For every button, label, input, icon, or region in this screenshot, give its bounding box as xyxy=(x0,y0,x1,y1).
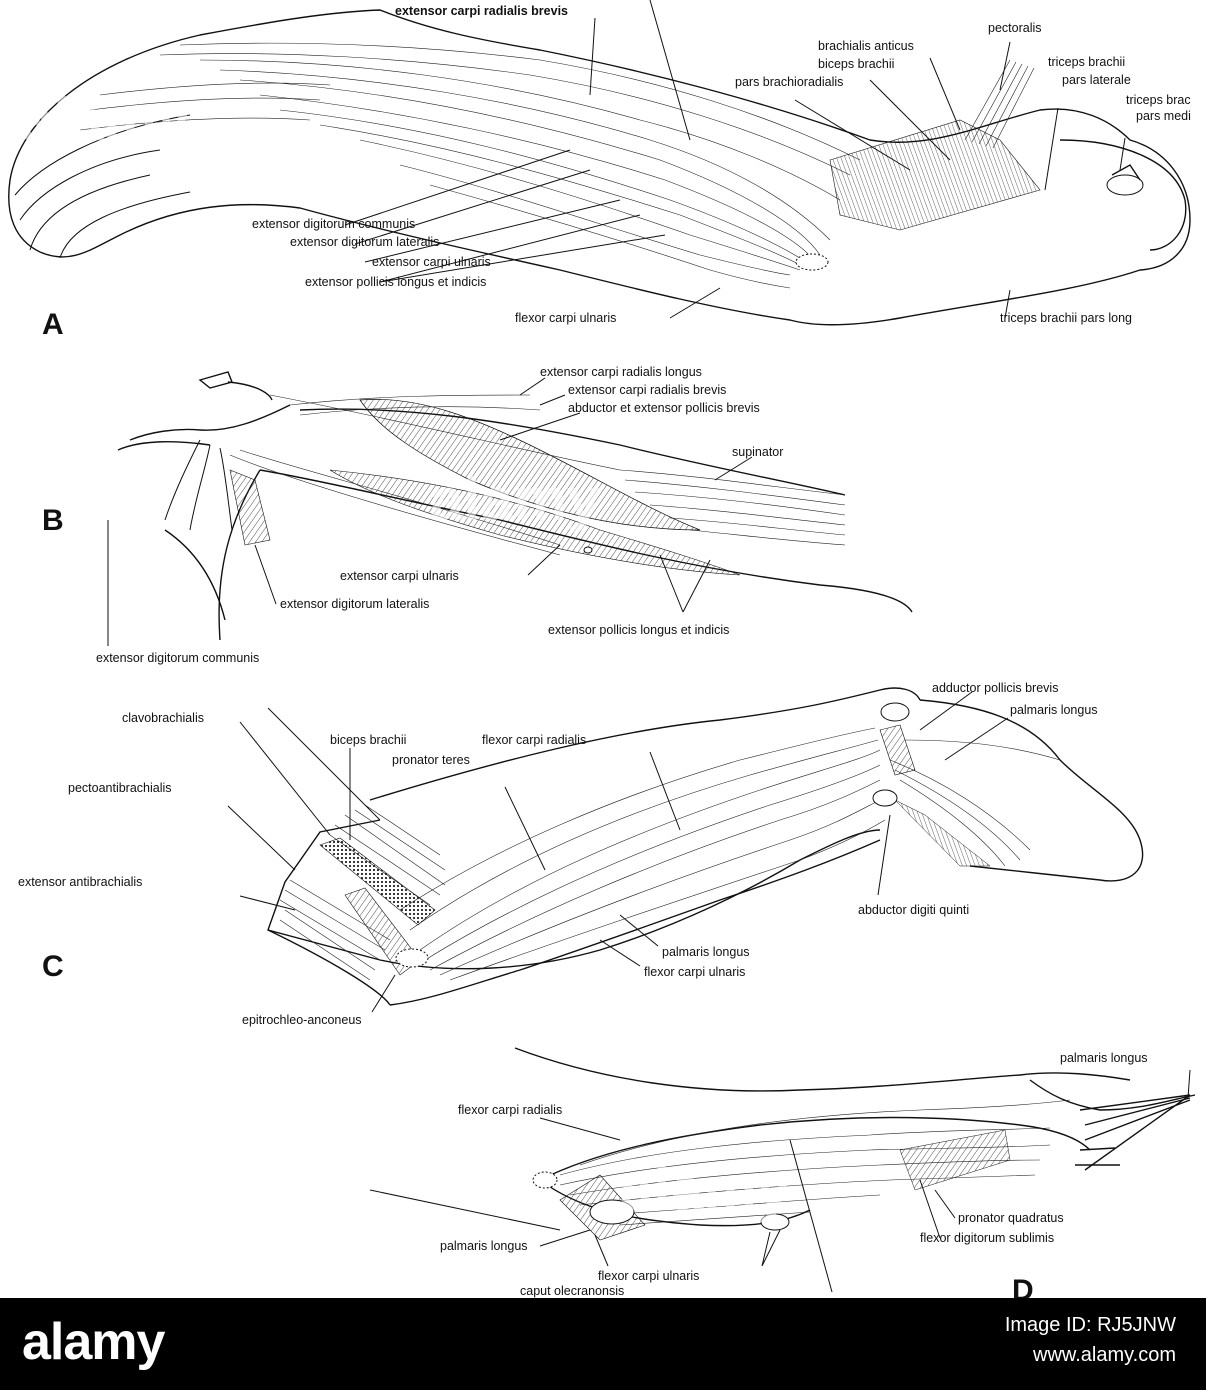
panel-label-a: A xyxy=(42,308,64,341)
label-a-triceps-medial-2: pars medi xyxy=(1136,109,1191,123)
label-d-fcr: flexor carpi radialis xyxy=(458,1103,562,1117)
panel-label-d: D xyxy=(1012,1274,1034,1298)
panel-b-leaders xyxy=(107,377,753,646)
panel-c-leaders xyxy=(227,691,1009,1013)
label-a-ecu: extensor carpi ulnaris xyxy=(372,255,491,269)
panel-b-labels: extensor carpi radialis longus extensor … xyxy=(42,365,783,665)
watermark: alamy xyxy=(620,1156,791,1223)
image-id: Image ID: RJ5JNW xyxy=(1004,1314,1176,1336)
label-b-ecrb: extensor carpi radialis brevis xyxy=(568,383,726,397)
label-c-fcu: flexor carpi ulnaris xyxy=(644,965,745,979)
brand-logo[interactable]: alamy xyxy=(22,1312,165,1372)
label-c-palmaris-top: palmaris longus xyxy=(1010,703,1098,717)
image-id-block: Image ID: RJ5JNW www.alamy.com xyxy=(1005,1310,1176,1370)
label-c-palmaris: palmaris longus xyxy=(662,945,750,959)
panel-label-b: B xyxy=(42,504,64,537)
label-d-pronator-quadratus: pronator quadratus xyxy=(958,1211,1064,1225)
panel-a-drawing xyxy=(8,9,1191,326)
label-a-brachioradialis: pars brachioradialis xyxy=(735,75,843,89)
panel-d-drawing xyxy=(514,1047,1196,1241)
watermark: alamy xyxy=(430,466,601,533)
label-c-pronator-teres: pronator teres xyxy=(392,753,470,767)
label-b-ecu: extensor carpi ulnaris xyxy=(340,569,459,583)
label-d-fds: flexor digitorum sublimis xyxy=(920,1231,1054,1245)
panel-b-drawing xyxy=(117,371,913,641)
panel-c-drawing xyxy=(267,687,1144,1006)
label-b-aepb: abductor et extensor pollicis brevis xyxy=(568,401,760,415)
label-c-epitrochleo: epitrochleo-anconeus xyxy=(242,1013,362,1027)
label-c-abductor-digiti-quinti: abductor digiti quinti xyxy=(858,903,969,917)
brand-logo-text: alamy xyxy=(22,1313,165,1371)
label-c-fcr: flexor carpi radialis xyxy=(482,733,586,747)
label-d-fcu: flexor carpi ulnaris xyxy=(598,1269,699,1283)
label-c-biceps: biceps brachii xyxy=(330,733,406,747)
label-b-edl: extensor digitorum lateralis xyxy=(280,597,429,611)
label-b-edc: extensor digitorum communis xyxy=(96,651,259,665)
watermark: alamy xyxy=(20,86,191,153)
panel-label-c: C xyxy=(42,950,64,983)
label-b-supinator: supinator xyxy=(732,445,783,459)
panel-d-labels: palmaris longus flexor carpi radialis pr… xyxy=(440,1051,1148,1298)
label-a-epli: extensor pollicis longus et indicis xyxy=(305,275,486,289)
anatomical-figure: extensor carpi radialis brevis pectorali… xyxy=(8,0,1196,1298)
label-d-palmaris: palmaris longus xyxy=(440,1239,528,1253)
site-url[interactable]: www.alamy.com xyxy=(1033,1344,1176,1366)
label-a-pectoralis: pectoralis xyxy=(988,21,1042,35)
label-a-edc: extensor digitorum communis xyxy=(252,217,415,231)
label-d-caput: caput olecranonsis xyxy=(520,1284,624,1298)
panel-a-leaders xyxy=(344,0,1126,319)
label-a-ecrb: extensor carpi radialis brevis xyxy=(395,4,568,18)
label-a-triceps-long: triceps brachii pars long xyxy=(1000,311,1132,325)
panel-d-leaders xyxy=(369,1069,1191,1293)
label-c-adductor-pollicis: adductor pollicis brevis xyxy=(932,681,1058,695)
label-a-fcu: flexor carpi ulnaris xyxy=(515,311,616,325)
label-c-clavobrachialis: clavobrachialis xyxy=(122,711,204,725)
panel-a-labels: extensor carpi radialis brevis pectorali… xyxy=(42,4,1191,341)
label-a-edl: extensor digitorum lateralis xyxy=(290,235,439,249)
label-c-pectoantibrachialis: pectoantibrachialis xyxy=(68,781,172,795)
label-a-triceps-lateral-1: triceps brachii xyxy=(1048,55,1125,69)
label-c-extensor-antibrachialis: extensor antibrachialis xyxy=(18,875,142,889)
label-d-palmaris-top: palmaris longus xyxy=(1060,1051,1148,1065)
panel-c-labels: adductor pollicis brevis palmaris longus… xyxy=(18,681,1098,1027)
label-a-brachialis: brachialis anticus xyxy=(818,39,914,53)
watermark: alamy xyxy=(20,886,191,953)
label-b-epli: extensor pollicis longus et indicis xyxy=(548,623,729,637)
watermarks: alamy alamy alamy alamy xyxy=(20,86,791,1223)
label-a-biceps: biceps brachii xyxy=(818,57,894,71)
stock-footer: alamy Image ID: RJ5JNW www.alamy.com xyxy=(0,1298,1206,1390)
label-b-ecrl: extensor carpi radialis longus xyxy=(540,365,702,379)
label-a-triceps-lateral-2: pars laterale xyxy=(1062,73,1131,87)
label-a-triceps-medial-1: triceps brac xyxy=(1126,93,1191,107)
